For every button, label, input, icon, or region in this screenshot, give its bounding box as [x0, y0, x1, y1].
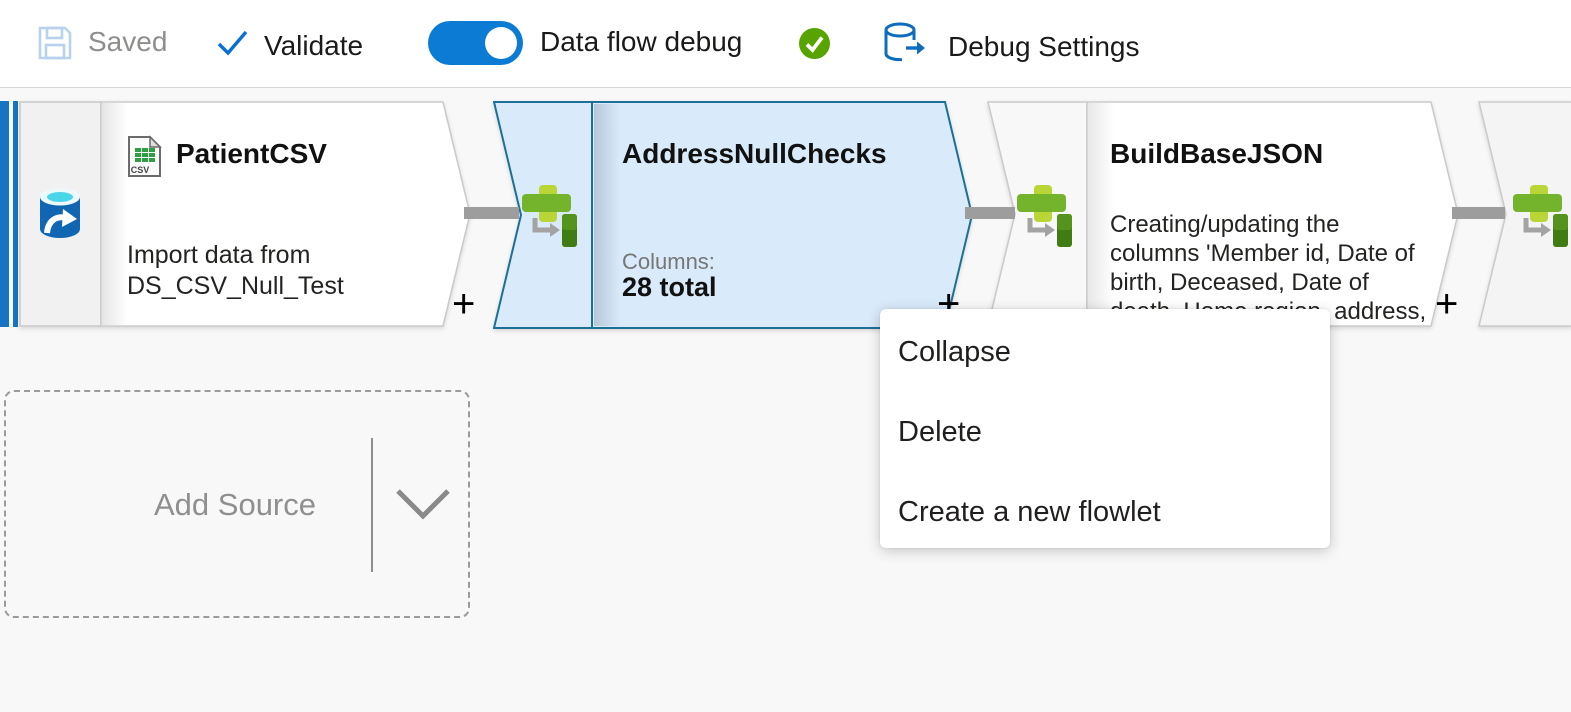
- menu-item-label: Create a new flowlet: [898, 495, 1161, 528]
- svg-text:CSV: CSV: [131, 165, 150, 175]
- add-source-label: Add Source: [154, 487, 316, 522]
- save-status-label: Saved: [88, 26, 168, 57]
- debug-settings-label: Debug Settings: [948, 30, 1140, 62]
- debug-settings-button[interactable]: Debug Settings: [880, 20, 1139, 73]
- dataflow-debug-toggle[interactable]: [428, 21, 523, 65]
- menu-item-delete[interactable]: Delete: [880, 392, 1330, 472]
- source-edge-bar: [0, 101, 9, 327]
- save-status: Saved: [88, 26, 167, 58]
- menu-item-label: Delete: [898, 415, 982, 448]
- node-context-menu: Collapse Delete Create a new flowlet: [880, 309, 1330, 548]
- source-dataset-icon: [36, 187, 84, 247]
- check-icon: [216, 28, 250, 63]
- node-title: AddressNullChecks: [622, 138, 887, 169]
- save-icon: [36, 24, 74, 67]
- columns-value: 28 total: [622, 272, 717, 302]
- connector-stub: [1452, 207, 1505, 219]
- node-patientcsv[interactable]: CSV PatientCSV Import data from DS_CSV_N…: [19, 101, 475, 327]
- add-transformation-button[interactable]: +: [1435, 282, 1459, 326]
- node-shape-addressnullchecks: [493, 101, 973, 329]
- add-source-divider: [371, 438, 373, 572]
- debug-settings-icon: [880, 20, 928, 73]
- menu-item-create-flowlet[interactable]: Create a new flowlet: [880, 472, 1330, 552]
- connector-stub: [464, 207, 519, 219]
- node-title: BuildBaseJSON: [1110, 138, 1324, 169]
- dataflow-debug-label: Data flow debug: [540, 26, 743, 57]
- debug-ready-status: [798, 27, 831, 65]
- node-buildbasejson[interactable]: BuildBaseJSON Creating/updating the colu…: [987, 101, 1458, 327]
- add-source-dropdown-chevron[interactable]: [394, 487, 452, 526]
- toggle-knob: [485, 27, 517, 59]
- derived-column-icon: [1012, 184, 1074, 253]
- node-shape-partial: [1478, 101, 1571, 327]
- node-shape-buildbasejson: [987, 101, 1458, 327]
- columns-label: Columns:: [622, 249, 715, 274]
- chevron-down-icon: [394, 489, 452, 525]
- add-source-button[interactable]: [4, 390, 470, 618]
- source-edge-bar: [13, 101, 18, 327]
- connector-stub: [965, 207, 1015, 219]
- node-partial[interactable]: [1478, 101, 1571, 327]
- dataflow-debug: Data flow debug: [540, 26, 742, 58]
- save-button[interactable]: [36, 24, 74, 67]
- node-shape-patientcsv: [19, 101, 471, 327]
- validate-button[interactable]: Validate: [216, 28, 363, 63]
- csv-file-icon: CSV: [127, 135, 162, 183]
- toolbar: Saved Validate Data flow debug: [0, 0, 1571, 88]
- node-addressnullchecks[interactable]: AddressNullChecks Columns: 28 total +: [493, 101, 971, 327]
- node-description: Import data from DS_CSV_Null_Test: [127, 241, 344, 300]
- validate-label: Validate: [264, 29, 364, 61]
- derived-column-icon: [1508, 184, 1570, 253]
- success-check-icon: [798, 27, 831, 65]
- menu-item-collapse[interactable]: Collapse: [880, 312, 1330, 392]
- add-transformation-button[interactable]: +: [452, 282, 476, 326]
- derived-column-icon: [517, 184, 579, 253]
- node-title: PatientCSV: [176, 138, 327, 169]
- menu-item-label: Collapse: [898, 335, 1011, 368]
